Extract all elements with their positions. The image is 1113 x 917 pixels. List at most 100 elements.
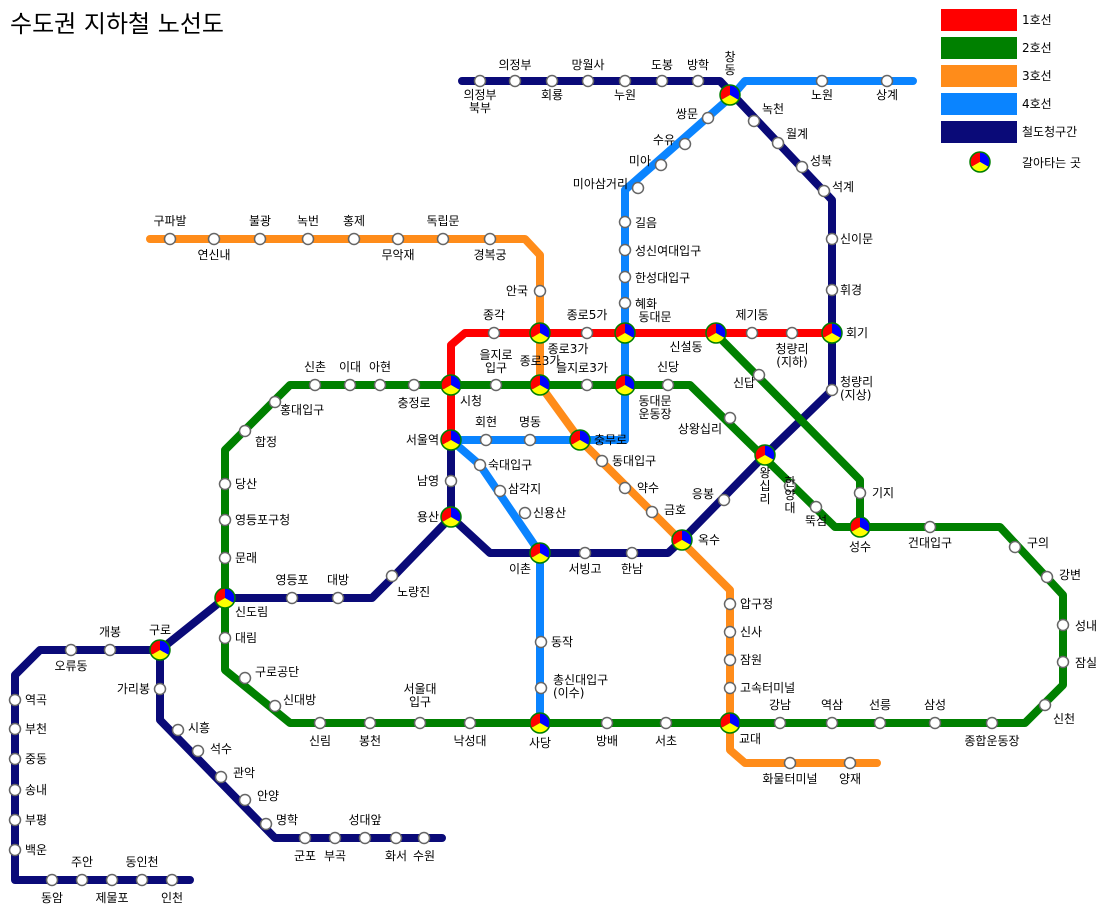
label-cheongnyangni-jiha-line2: (지하) xyxy=(776,355,807,369)
label-dangsan: 당산 xyxy=(235,477,257,491)
station-dobong xyxy=(655,74,669,88)
label-samgakji: 삼각지 xyxy=(508,482,541,496)
label-seokgye: 석계 xyxy=(832,180,854,194)
label-daebang: 대방 xyxy=(327,573,349,587)
station-sports xyxy=(985,716,999,730)
label-gangbyeon: 강변 xyxy=(1059,568,1081,582)
label-dongguk: 동대입구 xyxy=(612,454,656,468)
label-doinchen: 동인천 xyxy=(125,854,158,869)
transfer-station-wangsimni-icon xyxy=(754,444,776,466)
label-hongje: 홍제 xyxy=(343,214,365,228)
station-nokcheon xyxy=(747,114,761,128)
label-sports: 종합운동장 xyxy=(964,734,1019,748)
label-hansung: 한성대입구 xyxy=(635,271,690,285)
station-dongguk xyxy=(595,454,609,468)
transfer-station-ddp-icon xyxy=(614,374,636,396)
label-cheongnyangni-ji-line1: 청량리 xyxy=(840,375,873,389)
label-sindaebang: 신대방 xyxy=(283,693,316,707)
transfer-station-jongno3ga-icon xyxy=(529,374,551,396)
transfer-station-chungmuro-icon xyxy=(569,429,591,451)
label-ddp-line1: 동대문 xyxy=(638,394,671,408)
label-ahyeon: 아현 xyxy=(369,360,391,374)
station-jungdong xyxy=(8,752,22,766)
transfer-station-guro-icon xyxy=(149,639,171,661)
label-snu-line1: 서울대 xyxy=(403,682,436,696)
station-mangwolsa xyxy=(581,74,595,88)
station-gyeongbokgung xyxy=(483,232,497,246)
station-yeoksam xyxy=(825,716,839,730)
station-dongnimmun xyxy=(436,232,450,246)
station-sindang xyxy=(661,378,675,392)
station-geumho xyxy=(645,505,659,519)
label-gyodae: 교대 xyxy=(739,732,761,746)
station-samgakji xyxy=(493,484,507,498)
label-sindap: 신답 xyxy=(733,376,755,390)
label-suwon: 수원 xyxy=(413,849,435,863)
station-suyu xyxy=(678,137,692,151)
station-gangbyeon xyxy=(1040,570,1054,584)
label-jongno3ga: 종로3가 xyxy=(548,342,589,356)
transfer-station-sindorim-icon xyxy=(214,587,236,609)
label-ttukseom: 뚝섬 xyxy=(805,514,827,528)
transfer-station-ichon-icon xyxy=(529,542,551,564)
station-hanyang xyxy=(783,479,797,493)
station-euljiro3 xyxy=(580,378,594,392)
station-konkuk xyxy=(923,520,937,534)
label-hyehwa: 혜화 xyxy=(635,297,657,311)
station-cheongnyangni-jiha xyxy=(785,326,799,340)
label-geumho: 금호 xyxy=(664,503,686,517)
label-guro: 구로 xyxy=(149,623,171,637)
line-2 xyxy=(221,329,1067,727)
station-ttukseom xyxy=(809,500,823,514)
station-gangnam xyxy=(773,716,787,730)
legend-swatch-line2 xyxy=(941,37,1017,59)
label-gwanak: 관악 xyxy=(233,766,255,780)
station-samseong xyxy=(928,716,942,730)
label-mia: 미아 xyxy=(629,154,651,168)
station-miasamgeori xyxy=(631,181,645,195)
label-idae: 이대 xyxy=(339,360,361,374)
label-jamwon: 잠원 xyxy=(740,653,762,667)
station-banghak xyxy=(691,74,705,88)
station-sillim xyxy=(313,716,327,730)
label-konkuk: 건대입구 xyxy=(908,536,952,550)
station-jegidong xyxy=(745,326,759,340)
transfer-station-seoul-stn-icon xyxy=(440,429,462,451)
station-songnae xyxy=(8,783,22,797)
label-hoegi: 회기 xyxy=(846,326,868,340)
transfer-station-sinseoldong-icon xyxy=(705,322,727,344)
station-chongsin xyxy=(534,681,548,695)
label-bupyeong: 부평 xyxy=(25,813,47,827)
station-dongjak xyxy=(534,635,548,649)
station-hwamul xyxy=(783,756,797,770)
legend-label-korail: 철도청구간 xyxy=(1022,125,1077,139)
label-jongno5ga: 종로5가 xyxy=(567,308,608,322)
station-sinimun xyxy=(825,232,839,246)
label-nowon: 노원 xyxy=(811,88,833,102)
label-cheongnyangni-jiha: 청량리(지하) xyxy=(775,342,808,369)
station-bucheon xyxy=(8,722,22,736)
station-eungbong xyxy=(717,493,731,507)
label-mangwolsa: 망월사 xyxy=(571,58,604,72)
label-sicheong: 시청 xyxy=(460,394,482,408)
label-juan: 주안 xyxy=(71,855,93,869)
station-hyehwa xyxy=(618,296,632,310)
station-sookmyung xyxy=(473,458,487,472)
station-nakseongdae xyxy=(463,716,477,730)
station-gireum xyxy=(618,215,632,229)
label-nokcheon: 녹천 xyxy=(762,101,784,116)
label-euljiro3: 을지로3가 xyxy=(556,361,608,375)
legend: 1호선 2호선 3호선 4호선 철도청구간 갈아타는 곳 xyxy=(941,9,1081,173)
label-nuwon: 누원 xyxy=(614,88,636,102)
station-bulgwang xyxy=(253,232,267,246)
label-cheongnyangni-jiha-line1: 청량리 xyxy=(775,342,808,356)
label-uijeongbu-n-line2: 북부 xyxy=(469,101,491,115)
label-dongdaemun: 동대문 xyxy=(638,310,671,324)
station-jamsil xyxy=(1056,655,1070,669)
label-sinyongsan: 신용산 xyxy=(533,506,566,520)
transfer-station-jongno3ga-icon xyxy=(529,322,551,344)
